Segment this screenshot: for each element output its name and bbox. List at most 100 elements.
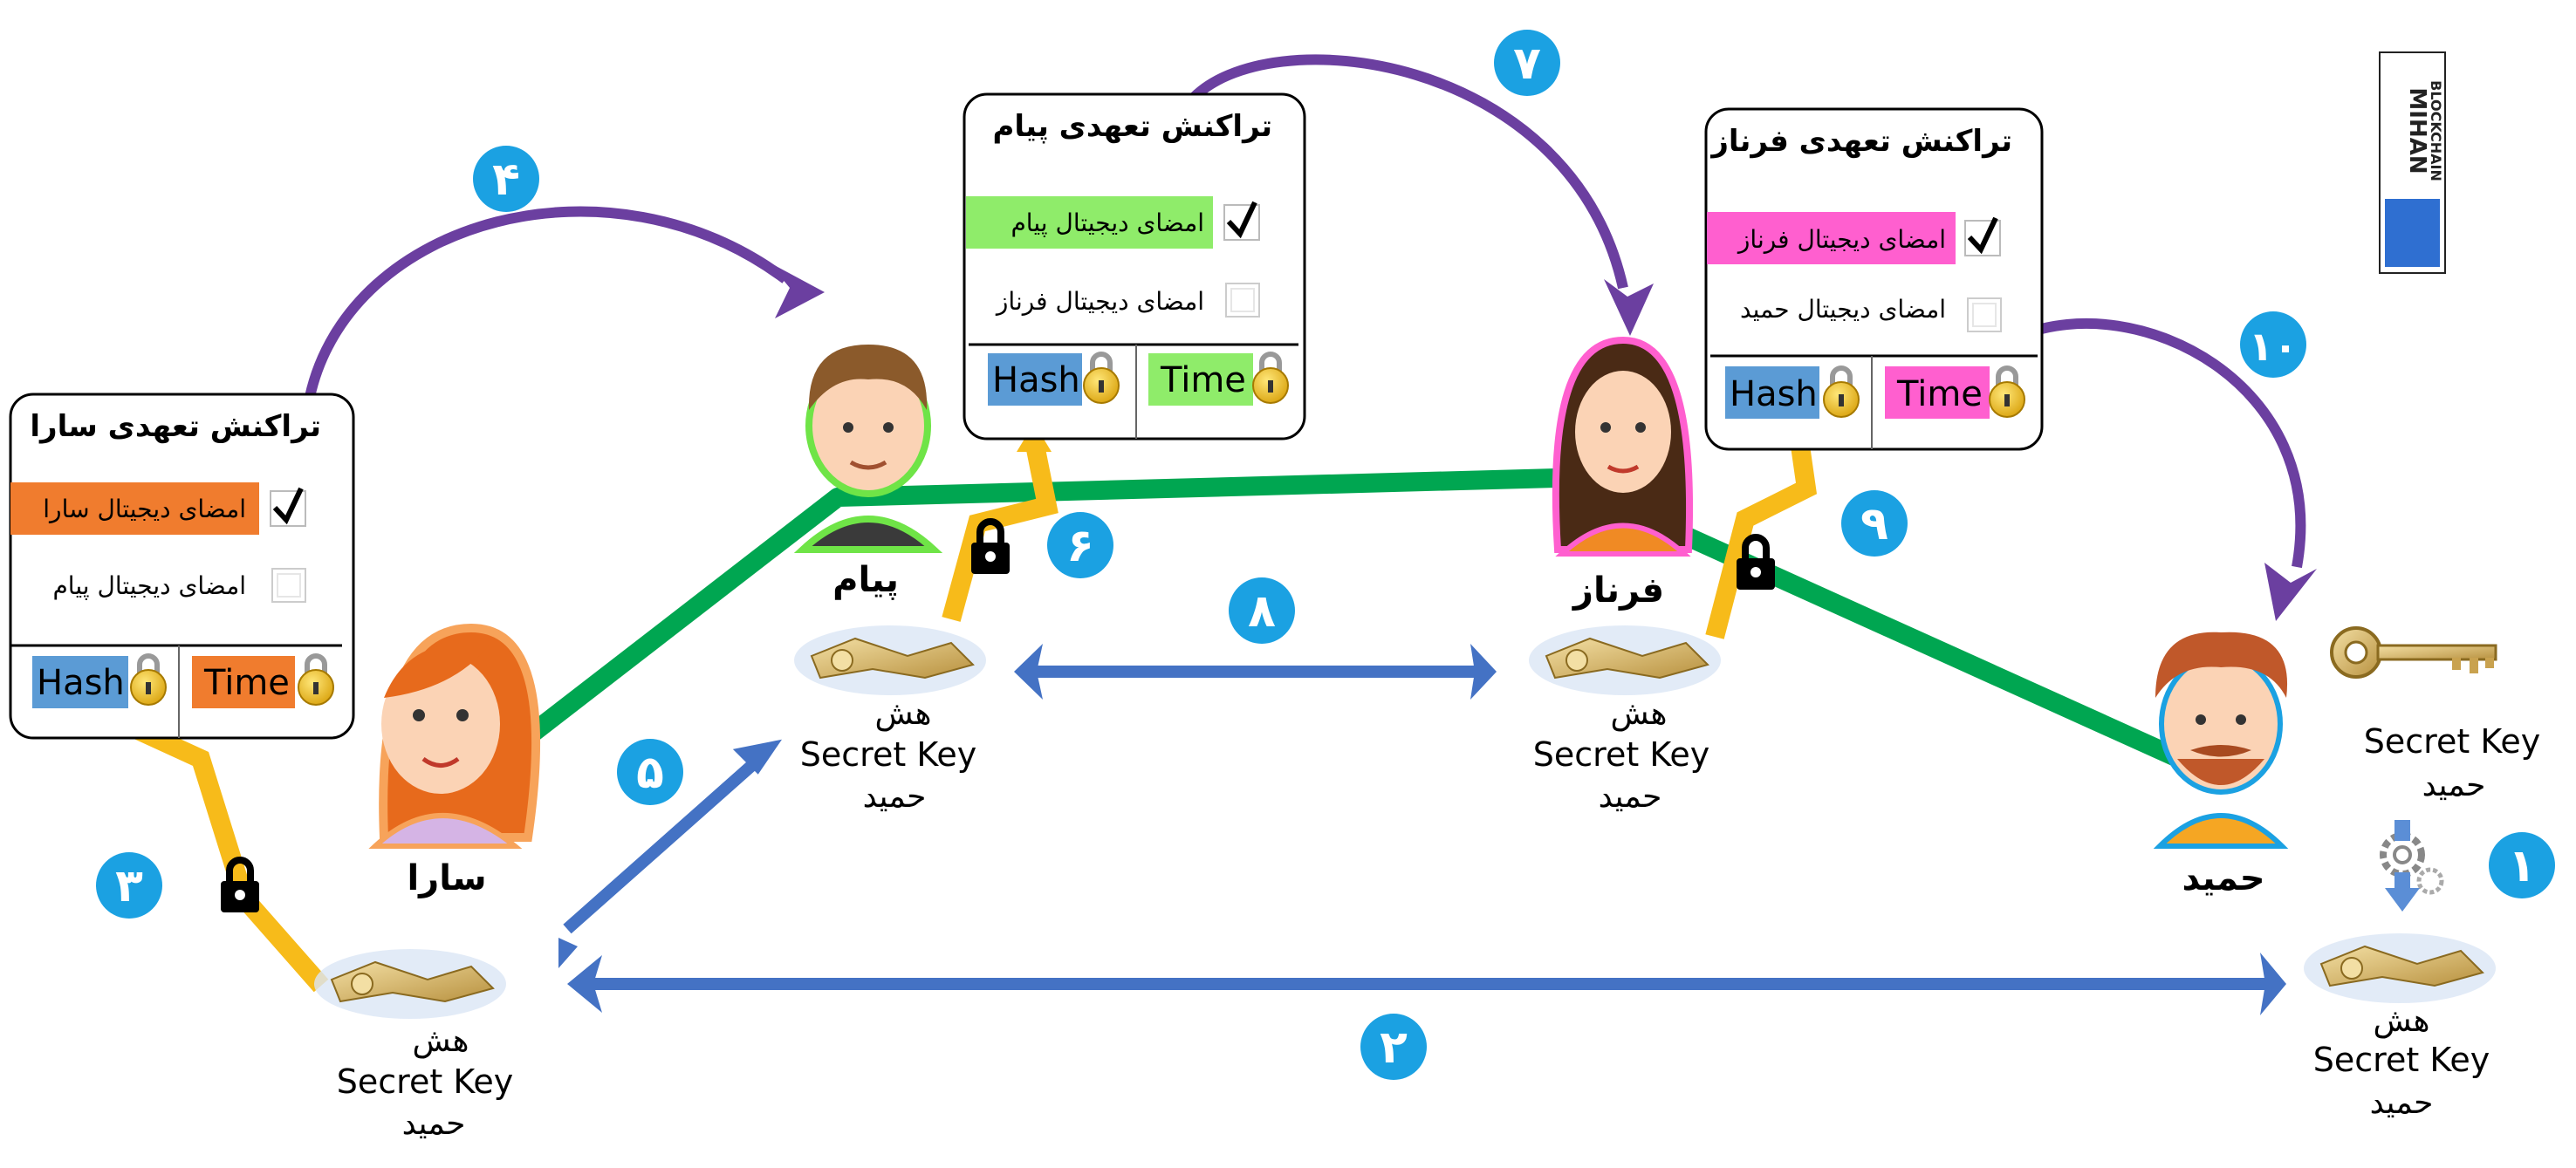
card-payam-hash: Hash: [992, 360, 1080, 400]
svg-text:۷: ۷: [1513, 38, 1541, 90]
card-farnaz-hash-bg: [1725, 366, 1819, 419]
svg-text:۴: ۴: [492, 154, 520, 206]
key-caption-sara: هش Secret Key حمید: [337, 1023, 513, 1142]
down-arrow-icon: [2385, 820, 2420, 912]
svg-text:۳: ۳: [115, 860, 143, 912]
key-bundle-icon: [1529, 625, 1721, 695]
lock-icon-3: [221, 857, 259, 912]
card-payam-title: تراکنش تعهدی پیام: [993, 109, 1273, 144]
label-payam: پیام: [832, 560, 899, 600]
key-caption-farnaz: هش Secret Key حمید: [1533, 696, 1709, 815]
step-badge-4: ۴: [473, 146, 539, 212]
yellow-link-payam: [942, 423, 1058, 622]
svg-text:۸: ۸: [1248, 585, 1276, 638]
key-bundle-icon: [2304, 933, 2496, 1003]
svg-text:۵: ۵: [636, 747, 664, 799]
card-sara: تراکنش تعهدی سارا امضای دیجیتال سارا امض…: [9, 393, 355, 740]
svg-text:۱: ۱: [2508, 840, 2536, 892]
caption-secret-key: Secret Key: [2313, 1041, 2490, 1079]
card-farnaz-sig1: امضای دیجیتال فرناز: [1737, 225, 1946, 254]
label-hamid: حمید: [2182, 858, 2264, 898]
caption-owner: حمید: [863, 779, 927, 815]
svg-text:۶: ۶: [1066, 520, 1094, 572]
avatar-hamid: [2153, 632, 2289, 849]
card-payam-time-bg: [1148, 353, 1253, 406]
label-sara: سارا: [407, 858, 486, 898]
card-payam-hash-bg: [988, 353, 1082, 406]
svg-text:۲: ۲: [1380, 1021, 1408, 1074]
card-payam-time: Time: [1160, 360, 1246, 400]
avatar-sara: [368, 623, 541, 849]
avatar-farnaz: [1552, 336, 1694, 557]
step-badge-10: ۱۰: [2240, 311, 2306, 378]
key-caption-hamid-bottom: هش Secret Key حمید: [2313, 1003, 2490, 1121]
card-payam-sig2: امضای دیجیتال فرناز: [995, 287, 1204, 316]
step-badge-6: ۶: [1047, 512, 1113, 578]
card-farnaz: تراکنش تعهدی فرناز امضای دیجیتال فرناز ا…: [1704, 107, 2044, 451]
lock-icon-9: [1737, 534, 1775, 590]
blue-arrow-2: [567, 953, 2286, 1015]
step-badge-8: ۸: [1229, 577, 1295, 644]
card-farnaz-hash: Hash: [1730, 374, 1818, 414]
key-bundle-icon: [794, 625, 986, 695]
card-sara-title: تراکنش تعهدی سارا: [30, 409, 321, 444]
key-caption-payam: هش Secret Key حمید: [800, 696, 976, 815]
avatar-payam: [793, 345, 943, 553]
step-badge-3: ۳: [96, 852, 162, 919]
card-sara-sig1: امضای دیجیتال سارا: [43, 495, 246, 523]
card-farnaz-time: Time: [1896, 374, 1983, 414]
caption-owner: حمید: [2370, 1085, 2434, 1121]
card-sara-time-bg: [192, 656, 295, 708]
checkbox-checked-icon: [270, 487, 306, 527]
caption-secret-key: Secret Key: [800, 735, 976, 774]
caption-owner: حمید: [402, 1106, 466, 1142]
checkbox-empty-icon: [271, 568, 306, 603]
step-badge-2: ۲: [1360, 1014, 1427, 1080]
card-payam-sig1: امضای دیجیتال پیام: [1011, 208, 1204, 237]
lock-icon-6: [971, 518, 1010, 574]
key-bundle-icon: [314, 949, 506, 1019]
caption-hash: هش: [1611, 696, 1668, 732]
label-farnaz: فرناز: [1572, 570, 1664, 611]
checkbox-empty-icon: [1225, 283, 1260, 318]
caption-secret-key: Secret Key: [2364, 722, 2540, 761]
caption-hash: هش: [2374, 1003, 2430, 1039]
caption-owner: حمید: [1599, 779, 1662, 815]
gear-icon: [2380, 832, 2444, 895]
caption-hash: هش: [413, 1023, 469, 1059]
card-farnaz-title: تراکنش تعهدی فرناز: [1709, 124, 2012, 159]
step-badge-5: ۵: [617, 739, 683, 805]
card-sara-hash-bg: [32, 656, 128, 708]
checkbox-checked-icon: [1223, 201, 1260, 241]
card-sara-sig1-bg: [10, 482, 259, 535]
key-caption-hamid-top: Secret Key حمید: [2364, 722, 2540, 803]
purple-arrow-10: [2018, 318, 2306, 569]
card-farnaz-sig1-bg: [1707, 212, 1956, 264]
card-sara-time: Time: [203, 663, 290, 703]
step-badge-9: ۹: [1841, 490, 1908, 557]
yellow-link-sara: [77, 698, 329, 993]
key-icon: [2330, 626, 2497, 679]
checkbox-checked-icon: [1964, 216, 2001, 256]
checkbox-empty-icon: [1967, 297, 2002, 332]
card-payam: تراکنش تعهدی پیام امضای دیجیتال پیام امض…: [963, 92, 1306, 441]
card-sara-hash: Hash: [37, 663, 125, 703]
step-badge-7: ۷: [1494, 30, 1560, 96]
purple-arrow-7: [1187, 54, 1628, 290]
card-farnaz-sig2: امضای دیجیتال حمید: [1740, 295, 1946, 324]
caption-secret-key: Secret Key: [1533, 735, 1709, 774]
blue-arrow-8: [1014, 644, 1497, 700]
logo: MIHAN BLOCKCHAIN: [2379, 51, 2446, 274]
logo-text-2: BLOCKCHAIN: [2428, 80, 2444, 181]
svg-text:۹: ۹: [1860, 498, 1888, 550]
caption-owner: حمید: [2422, 768, 2486, 803]
card-sara-sig2: امضای دیجیتال پیام: [52, 571, 246, 600]
caption-hash: هش: [875, 696, 932, 732]
network-lines: [504, 468, 2203, 777]
card-farnaz-time-bg: [1885, 366, 1990, 419]
step-badge-1: ۱: [2489, 832, 2555, 898]
purple-arrow-4: [305, 206, 789, 399]
logo-text-1: MIHAN: [2404, 87, 2430, 174]
caption-secret-key: Secret Key: [337, 1062, 513, 1101]
card-payam-sig1-bg: [966, 196, 1213, 249]
